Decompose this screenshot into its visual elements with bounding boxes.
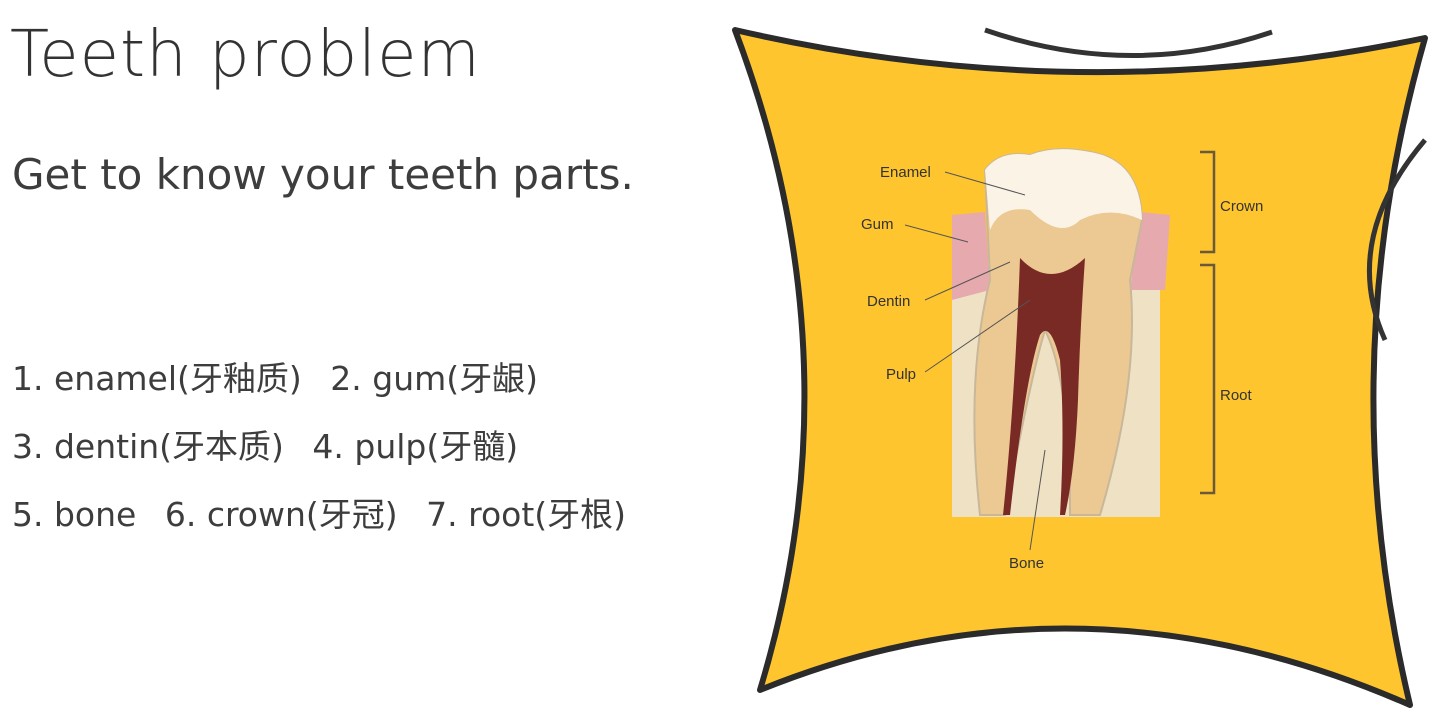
parts-line: 5. bone 6. crown(牙冠) 7. root(牙根): [12, 481, 644, 549]
tooth-illustration: [952, 148, 1170, 517]
part-item: 2. gum(牙龈): [330, 359, 539, 398]
part-item: 5. bone: [12, 495, 137, 534]
label-bone: Bone: [1009, 555, 1044, 572]
part-item: 3. dentin(牙本质): [12, 427, 284, 466]
parts-list: 1. enamel(牙釉质) 2. gum(牙龈) 3. dentin(牙本质)…: [12, 345, 644, 549]
label-root: Root: [1220, 387, 1253, 404]
label-gum: Gum: [861, 216, 894, 233]
part-item: 4. pulp(牙髓): [312, 427, 519, 466]
parts-line: 3. dentin(牙本质) 4. pulp(牙髓): [12, 413, 644, 481]
parts-line: 1. enamel(牙釉质) 2. gum(牙龈): [12, 345, 644, 413]
part-item: 7. root(牙根): [426, 495, 627, 534]
part-item: 6. crown(牙冠): [164, 495, 398, 534]
decorative-arc-right: [1367, 138, 1427, 342]
part-item: 1. enamel(牙釉质): [12, 359, 302, 398]
page-title: Teeth problem: [10, 18, 481, 92]
label-crown: Crown: [1220, 198, 1263, 215]
diagram-labels: [904, 150, 1216, 551]
page-subtitle: Get to know your teeth parts.: [12, 150, 634, 199]
label-enamel: Enamel: [880, 164, 931, 181]
label-dentin: Dentin: [867, 293, 910, 310]
decorative-arc-top: [984, 27, 1273, 58]
label-pulp: Pulp: [886, 366, 916, 383]
